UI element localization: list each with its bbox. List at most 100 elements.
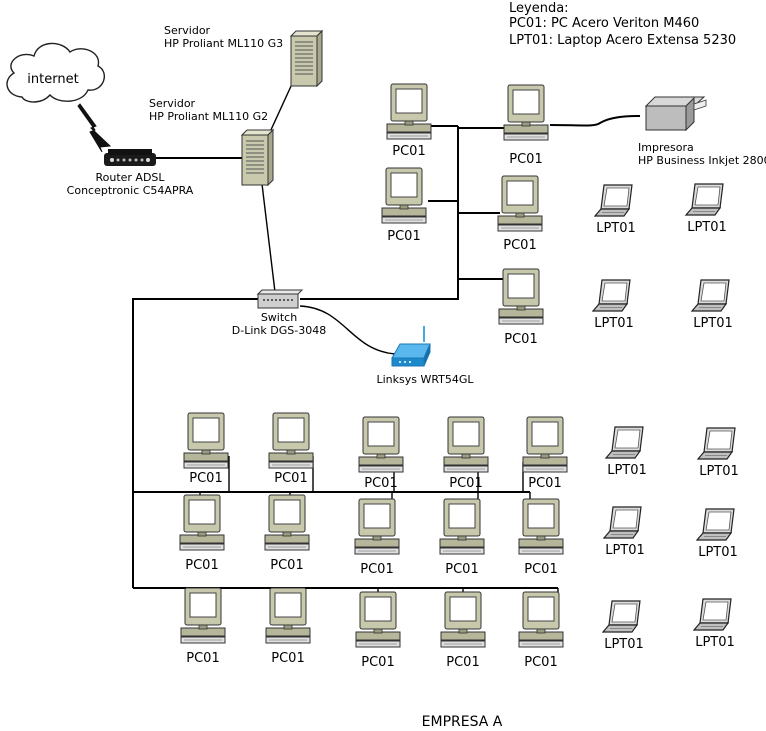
pc-label: PC01	[524, 562, 557, 577]
laptop-upper-4: LPT01	[691, 279, 733, 331]
laptop-icon	[697, 427, 736, 460]
access-point-label: Linksys WRT54GL	[376, 373, 474, 386]
laptop-label: LPT01	[695, 635, 735, 650]
laptop-icon	[691, 279, 730, 312]
laptop-label: LPT01	[699, 464, 739, 479]
pc-icon	[518, 591, 564, 648]
router-label-model: Conceptronic C54APRA	[67, 184, 194, 197]
pc-icon	[522, 416, 568, 473]
pc-row2-5: PC01	[518, 498, 564, 577]
pc-icon	[440, 591, 486, 648]
printer-label-model: HP Business Inkjet 2800	[638, 154, 766, 167]
lightning-icon	[77, 103, 112, 153]
pc-label: PC01	[504, 332, 537, 347]
wire-right-backbone	[300, 126, 459, 300]
legend: Leyenda: PC01: PC Acero Veriton M460 LPT…	[509, 1, 736, 48]
pc-icon	[358, 416, 404, 473]
laptop-row2-2: LPT01	[696, 508, 738, 560]
pc-icon	[265, 587, 311, 644]
laptop-upper-1: LPT01	[594, 184, 636, 236]
wifi-router-icon	[391, 326, 431, 367]
pc-label: PC01	[360, 562, 393, 577]
server-icon	[241, 129, 274, 186]
laptop-icon	[594, 184, 633, 217]
pc-row3-1: PC01	[180, 587, 226, 666]
pc-label: PC01	[524, 655, 557, 670]
pc-label: PC01	[446, 655, 479, 670]
laptop-icon	[685, 183, 724, 216]
pc-row1-3: PC01	[358, 416, 404, 491]
wire-switch-to-ap	[299, 305, 396, 355]
server-icon	[290, 30, 323, 87]
server-g3-label-type: Servidor	[164, 24, 211, 37]
laptop-label: LPT01	[607, 463, 647, 478]
internet-label: internet	[27, 72, 78, 87]
laptop-icon	[602, 600, 641, 633]
legend-pc: PC01: PC Acero Veriton M460	[509, 16, 699, 31]
pc-row2-4: PC01	[439, 498, 485, 577]
laptop-icon	[696, 508, 735, 541]
server-g3-label-model: HP Proliant ML110 G3	[164, 37, 283, 50]
server-g2-label-type: Servidor	[149, 97, 196, 110]
laptop-row1-1: LPT01	[605, 426, 647, 478]
pc-row1-1: PC01	[183, 412, 229, 486]
pc-icon	[179, 494, 225, 551]
pc-row3-3: PC01	[355, 591, 401, 670]
pc-label: PC01	[361, 655, 394, 670]
laptop-row3-1: LPT01	[602, 600, 644, 652]
pc-label: PC01	[528, 476, 561, 491]
laptop-label: LPT01	[693, 316, 733, 331]
pc-row2-2: PC01	[264, 494, 310, 573]
laptop-upper-3: LPT01	[592, 279, 634, 331]
laptop-label: LPT01	[594, 316, 634, 331]
laptop-row3-2: LPT01	[693, 598, 735, 650]
pc-upper-5: PC01	[498, 268, 544, 347]
pc-label: PC01	[364, 476, 397, 491]
pc-upper-2: PC01	[503, 84, 549, 167]
pc-label: PC01	[270, 558, 303, 573]
pc-icon	[264, 494, 310, 551]
pc-icon	[497, 175, 543, 232]
access-point: Linksys WRT54GL	[376, 326, 474, 386]
laptop-row1-2: LPT01	[697, 427, 739, 479]
pc-label: PC01	[509, 152, 542, 167]
printer-icon	[644, 96, 707, 132]
switch: Switch D-Link DGS-3048	[232, 289, 326, 337]
pc-label: PC01	[503, 238, 536, 253]
company-footer: EMPRESA A	[422, 714, 503, 730]
laptop-label: LPT01	[596, 221, 636, 236]
router: Router ADSL Conceptronic C54APRA	[67, 149, 194, 197]
pc-icon	[518, 498, 564, 555]
laptop-label: LPT01	[698, 545, 738, 560]
pc-label: PC01	[445, 562, 478, 577]
pc-label: PC01	[271, 651, 304, 666]
server-g2: Servidor HP Proliant ML110 G2	[149, 97, 274, 186]
router-label-type: Router ADSL	[95, 171, 165, 184]
pc-upper-3: PC01	[381, 167, 427, 244]
laptop-icon	[693, 598, 732, 631]
pc-icon	[268, 412, 314, 469]
printer: Impresora HP Business Inkjet 2800	[638, 96, 766, 167]
pc-row1-5: PC01	[522, 416, 568, 491]
laptop-icon	[592, 279, 631, 312]
server-g2-label-model: HP Proliant ML110 G2	[149, 110, 268, 123]
switch-label-model: D-Link DGS-3048	[232, 324, 326, 337]
pc-icon	[503, 84, 549, 141]
pc-label: PC01	[189, 471, 222, 486]
pc-icon	[180, 587, 226, 644]
pc-row1-4: PC01	[443, 416, 489, 491]
laptop-upper-2: LPT01	[685, 183, 727, 235]
pc-row2-1: PC01	[179, 494, 225, 573]
wire-server-to-switch	[261, 183, 276, 293]
printer-label-type: Impresora	[638, 141, 694, 154]
wire-pc-to-printer	[549, 115, 641, 127]
wire-server-g2-to-g3	[269, 83, 293, 133]
pc-label: PC01	[449, 476, 482, 491]
pc-icon	[439, 498, 485, 555]
pc-row3-4: PC01	[440, 591, 486, 670]
pc-icon	[381, 167, 427, 224]
cloud-icon	[6, 42, 106, 103]
pc-label: PC01	[392, 144, 425, 159]
